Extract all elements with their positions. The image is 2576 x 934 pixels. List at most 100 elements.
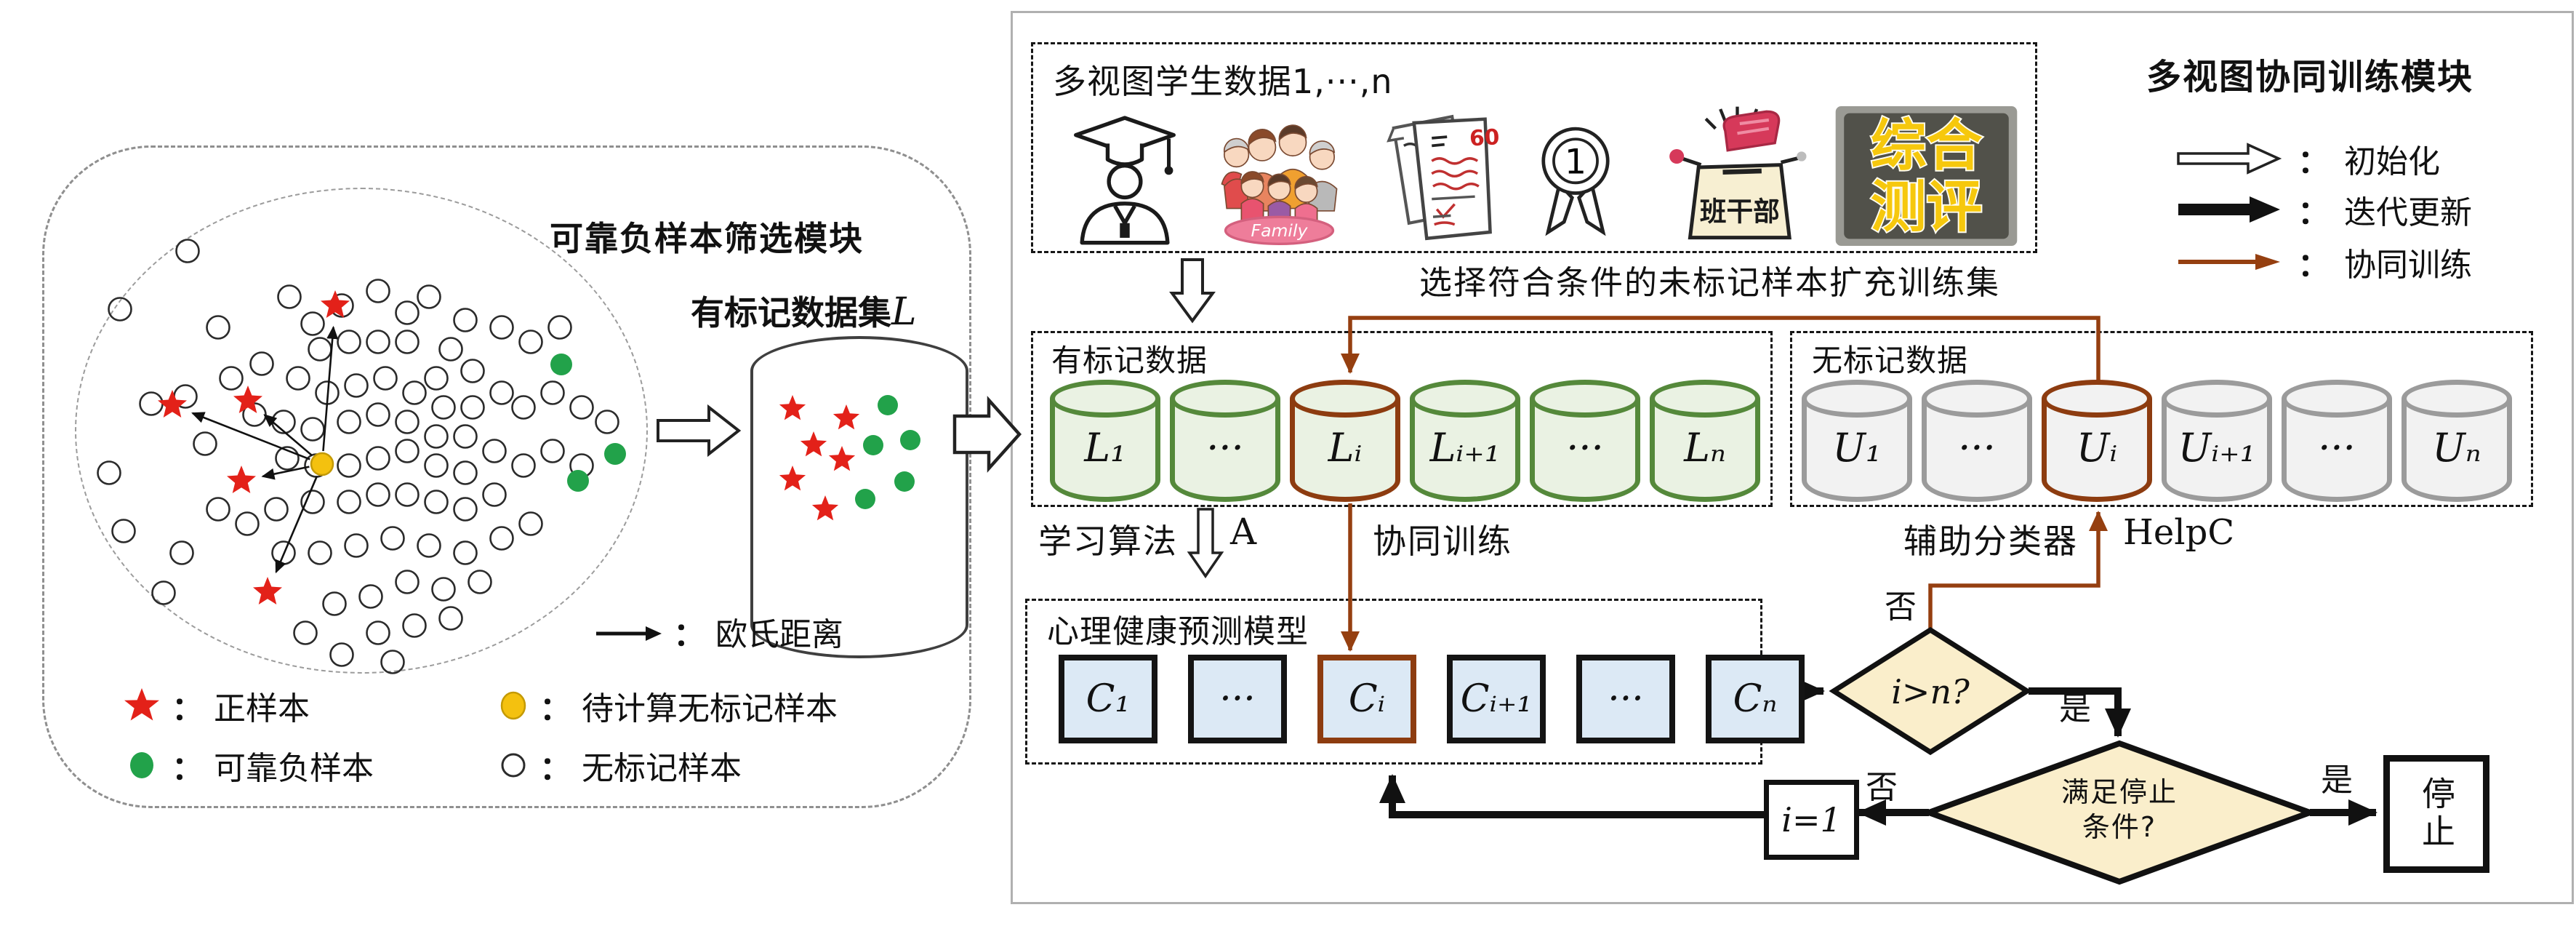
decision-stop-label: 满足停止 条件? <box>2032 775 2207 845</box>
dataset-cylinder-content <box>779 395 920 521</box>
classifier-box: Cᵢ₊₁ <box>1447 655 1546 743</box>
medal-first-icon: 1 <box>1518 113 1633 246</box>
cylinder-top <box>2402 380 2512 418</box>
left-module-title: 可靠负样本筛选模块 <box>550 219 864 258</box>
svg-text:1: 1 <box>1565 143 1586 183</box>
unlabeled-data-cylinder: Uᵢ <box>2042 380 2152 502</box>
cylinder-label: Lₙ <box>1684 425 1726 471</box>
labeled-data-cylinder: Lᵢ <box>1290 380 1400 502</box>
labeled-data-cylinder: ··· <box>1170 380 1280 502</box>
cylinder-top <box>2162 380 2272 418</box>
svg-text:班干部: 班干部 <box>1700 196 1780 227</box>
cylinder-top <box>1802 380 1912 418</box>
stop-box: 停止 <box>2383 755 2489 873</box>
reset-i-box: i=1 <box>1764 780 1859 860</box>
init-arrow-ellipse-to-cylinder <box>657 404 742 458</box>
legend-update-label: 迭代更新 <box>2344 194 2472 231</box>
yellow-dot-icon <box>500 691 526 720</box>
legend-reliable-negative-label: 可靠负样本 <box>214 750 374 787</box>
legend-colon: ： <box>539 690 571 727</box>
graduate-student-icon <box>1056 111 1194 248</box>
unlabeled-data-cylinder: Uᵢ₊₁ <box>2162 380 2272 502</box>
cylinder-body <box>2042 399 2152 502</box>
labeled-dataset-label: 有标记数据集L <box>691 287 917 335</box>
labeled-data-cylinder: Lₙ <box>1650 380 1760 502</box>
decision-i-gt-n-diamond <box>1829 626 2032 756</box>
cylinder-label: Uᵢ₊₁ <box>2178 425 2256 471</box>
brown-arrow-icon <box>2178 254 2280 270</box>
cylinder-top <box>1050 380 1160 418</box>
labeled-data-cylinder: Lᵢ₊₁ <box>1410 380 1520 502</box>
cylinder-top <box>1410 380 1520 418</box>
cylinder-top <box>1650 380 1760 418</box>
init-arrow-studentdata-down <box>1169 258 1216 324</box>
unlabeled-data-cylinder: Uₙ <box>2402 380 2512 502</box>
cylinder-top <box>2282 380 2392 418</box>
cylinder-label: U₁ <box>1832 425 1882 471</box>
no-label-1: 否 <box>1885 588 1918 626</box>
student-data-box <box>1031 42 2037 253</box>
labeled-data-cylinder: ··· <box>1530 380 1640 502</box>
legend-target-label: 待计算无标记样本 <box>582 690 838 727</box>
cylinder-top <box>2042 380 2152 418</box>
init-arrow-algorithm-down <box>1187 508 1224 579</box>
labeled-data-box <box>1031 331 1773 507</box>
svg-text:综合: 综合 <box>1871 114 1983 179</box>
cylinder-top <box>1530 380 1640 418</box>
exam-paper-icon: 60 <box>1361 108 1510 250</box>
classifier-label: Cₙ <box>1733 677 1778 721</box>
reset-loop-arrow <box>1379 774 1764 818</box>
euclid-arrow-icon <box>596 626 662 641</box>
yes-label-1: 是 <box>2059 690 2093 727</box>
legend-reliable-negative: ： 可靠负样本 <box>122 742 374 789</box>
legend-iterative-update: ： 迭代更新 <box>2174 186 2472 233</box>
cylinder-top <box>1922 380 2032 418</box>
sample-space-ellipse <box>75 188 648 674</box>
decision-stop-diamond <box>1920 740 2319 885</box>
helper-classifier-name: HelpC <box>2123 512 2235 553</box>
no-label-2: 否 <box>1866 769 1899 806</box>
cylinder-label: L₁ <box>1084 425 1126 471</box>
decision-stop-line1: 满足停止 <box>2061 776 2178 808</box>
legend-initialization: ： 初始化 <box>2174 135 2440 182</box>
svg-text:测评: 测评 <box>1871 175 1983 240</box>
svg-text:Family: Family <box>1251 220 1309 241</box>
cylinder-top <box>1290 380 1400 418</box>
scatter-plot <box>97 239 626 674</box>
euclid-colon: ： <box>673 616 705 653</box>
legend-cotraining: ： 协同训练 <box>2174 239 2472 285</box>
cylinder-label: Uₙ <box>2432 425 2481 471</box>
hollow-arrow-icon <box>2177 143 2282 175</box>
module-transition-arrow <box>952 396 1022 473</box>
student-data-title: 多视图学生数据1,···,n <box>1053 62 1393 101</box>
evaluation-badge-icon: 综合 测评 <box>1834 106 2019 249</box>
classifier-label: C₁ <box>1086 677 1131 721</box>
classifier-row: C₁ ··· Cᵢ Cᵢ₊₁ ··· Cₙ <box>1059 655 1805 743</box>
classifier-label: Cᵢ <box>1348 677 1386 721</box>
select-samples-path <box>1341 316 2100 381</box>
cylinder-label: ··· <box>1958 425 1996 471</box>
cylinder-label: ··· <box>1206 425 1244 471</box>
cylinder-body <box>1050 399 1160 502</box>
decision-stop-line2: 条件? <box>2082 810 2157 843</box>
classifier-label: ··· <box>1219 677 1256 721</box>
right-module-title: 多视图协同训练模块 <box>2146 57 2474 97</box>
legend-colon: ： <box>172 690 204 727</box>
dataset-cylinder-body <box>750 371 968 658</box>
classifier-box: C₁ <box>1059 655 1157 743</box>
legend-target-sample: ： 待计算无标记样本 <box>497 682 838 729</box>
classifier-label: ··· <box>1608 677 1644 721</box>
legend-unlabeled-sample: ： 无标记样本 <box>497 742 742 789</box>
labeled-data-title: 有标记数据 <box>1051 343 1208 378</box>
legend-positive-sample: ： 正样本 <box>122 682 310 729</box>
legend-unlabeled-label: 无标记样本 <box>582 750 742 787</box>
prediction-model-title: 心理健康预测模型 <box>1047 613 1309 650</box>
decision1-yes-arrow <box>2029 687 2131 738</box>
unlabeled-data-cylinder: U₁ <box>1802 380 1912 502</box>
unlabeled-data-cylinder: ··· <box>2282 380 2392 502</box>
classifier-box: ··· <box>1576 655 1675 743</box>
cylinder-label: Lᵢ₊₁ <box>1429 425 1501 471</box>
legend-colon: ： <box>2298 143 2330 180</box>
